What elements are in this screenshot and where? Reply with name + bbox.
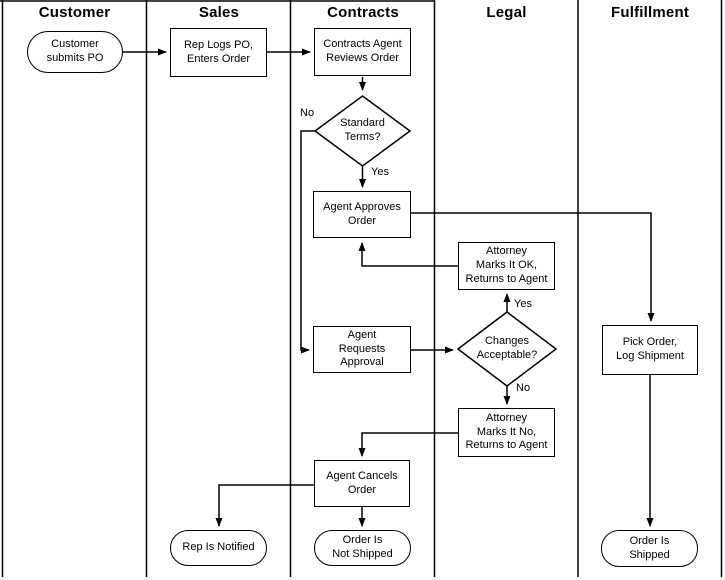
edge-label-standard-terms-yes: Yes — [371, 166, 389, 178]
node-standard-terms-label: Standard Terms? — [340, 117, 385, 143]
node-attorney-marks-ok: Attorney Marks It OK, Returns to Agent — [458, 242, 555, 290]
edge-label-changes-acceptable-yes: Yes — [514, 298, 532, 310]
node-rep-is-notified: Rep Is Notified — [170, 530, 267, 566]
edge-label-standard-terms-no: No — [300, 107, 315, 119]
node-rep-logs-po: Rep Logs PO, Enters Order — [170, 28, 267, 77]
lane-header-fulfillment: Fulfillment — [610, 4, 690, 21]
lane-header-sales: Sales — [198, 4, 240, 21]
edge-label-changes-acceptable-no: No — [516, 382, 531, 394]
edge-standard-terms-no — [300, 130, 315, 354]
decision-shapes — [313, 95, 558, 387]
lane-header-legal: Legal — [486, 4, 527, 21]
node-agent-cancels-order: Agent Cancels Order — [314, 460, 410, 507]
lane-header-customer: Customer — [38, 4, 111, 21]
node-agent-approves-order: Agent Approves Order — [313, 191, 411, 238]
lane-header-contracts: Contracts — [327, 4, 399, 21]
node-pick-order-log-shipment: Pick Order, Log Shipment — [602, 325, 698, 375]
node-attorney-marks-no: Attorney Marks It No, Returns to Agent — [458, 408, 555, 457]
node-changes-acceptable-label: Changes Acceptable? — [476, 335, 538, 361]
edge-approve-to-pick-order — [411, 212, 655, 322]
connectors — [123, 48, 655, 527]
node-contracts-agent-reviews-order: Contracts Agent Reviews Order — [314, 28, 411, 76]
node-order-is-not-shipped: Order Is Not Shipped — [314, 530, 411, 566]
edge-attorney-ok-to-approve — [358, 242, 458, 267]
node-agent-requests-approval: Agent Requests Approval — [313, 326, 411, 373]
node-customer-submits-po: Customer submits PO — [27, 31, 123, 73]
edge-attorney-no-to-cancel — [358, 432, 458, 457]
edge-cancel-to-rep-notified — [215, 484, 314, 527]
standard-terms-diamond — [313, 95, 412, 167]
node-order-is-shipped: Order Is Shipped — [601, 530, 698, 567]
changes-acceptable-diamond — [456, 311, 558, 387]
